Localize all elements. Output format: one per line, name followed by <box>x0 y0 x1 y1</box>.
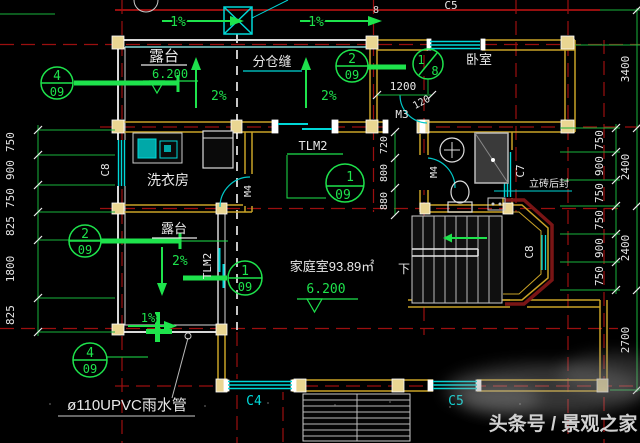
bubble-top-cut: 8 <box>373 5 379 16</box>
watermark-text: 头条号 / 景观之家 <box>489 412 639 435</box>
dim-bath-0: 720 <box>379 136 390 154</box>
bubble-top-right-sheet: 09 <box>345 68 359 82</box>
bubble-top-right-num: 2 <box>348 52 356 67</box>
dim-left-0: 750 <box>4 132 17 152</box>
dim-bath-2: 880 <box>379 192 390 210</box>
bathroom-fixtures <box>439 132 509 213</box>
door-m4-laundry-label: M4 <box>243 185 254 197</box>
columns <box>111 35 609 393</box>
bubble-bedroom <box>412 48 444 80</box>
window-c5-top-label: C5 <box>444 0 457 12</box>
annotation-notes: ø110UPVC雨水管 立砖后封 <box>67 177 569 414</box>
expansion-joint-label: 分仓缝 <box>252 54 291 69</box>
slope-labels: 1% 1% 2% 2% 2% 1% <box>139 14 338 327</box>
dim-right-outer-1: 2400 <box>619 154 632 181</box>
dim-left-1: 900 <box>4 160 17 180</box>
bubble-center-num: 1 <box>346 170 354 185</box>
staircase <box>411 215 503 304</box>
bubble-bottom-left-sheet: 09 <box>83 362 97 376</box>
bubble-top-left-sheet: 09 <box>50 85 64 99</box>
dim-right-inner-2: 750 <box>593 183 606 203</box>
bubble-mid-left-num: 2 <box>81 227 89 242</box>
toilet-tank <box>447 201 473 213</box>
window-c7-label: C7 <box>514 164 527 177</box>
dim-bedroom-width: 1200 <box>390 80 417 93</box>
top-cut-bubble <box>133 0 159 13</box>
dimension-labels: 750 900 750 825 1800 825 750 900 750 750… <box>4 56 632 354</box>
dim-right-outer-0: 3400 <box>619 56 632 83</box>
door-tlm2-terrace-label: TLM2 <box>201 253 214 280</box>
rain-pipe-note: ø110UPVC雨水管 <box>67 397 187 414</box>
bubble-family-num: 1 <box>241 264 249 279</box>
family-room-label: 家庭室93.89㎡ <box>290 259 375 274</box>
brick-seal-note: 立砖后封 <box>529 177 569 190</box>
slope-arrows <box>128 16 382 342</box>
stair-down-label: 下 <box>398 262 410 276</box>
dim-right-inner-0: 750 <box>593 130 606 150</box>
dim-right-outer-3: 2700 <box>619 327 632 354</box>
laundry-label: 洗衣房 <box>147 172 189 188</box>
dim-left-2: 750 <box>4 188 17 208</box>
bubble-top-left-num: 4 <box>53 69 61 84</box>
elevation-markers <box>58 64 572 417</box>
bubble-labels: 4 09 2 09 4 09 2 09 1 8 1 09 1 09 8 <box>50 5 439 376</box>
bubble-center <box>325 163 365 203</box>
laundry-appliances <box>132 130 234 169</box>
door-arc-m4-laundry <box>219 176 251 208</box>
door-labels: M3 M4 M4 TLM2 TLM2 <box>201 108 440 279</box>
slope-top-right: 1% <box>308 15 324 30</box>
bay-window <box>503 198 554 306</box>
dim-right-inner-1: 900 <box>593 156 606 176</box>
door-m4-bath-label: M4 <box>429 166 440 178</box>
slope-top-left: 1% <box>170 15 186 30</box>
door-arc-m3 <box>399 94 428 124</box>
speckles <box>49 401 521 408</box>
watermark-area: 头条号 / 景观之家 <box>445 353 640 435</box>
terrace-top-label: 露台 <box>149 48 179 65</box>
exterior-steps <box>302 393 411 442</box>
bubble-bedroom-num: 1 <box>417 53 424 67</box>
detail-bubbles <box>40 48 444 378</box>
slope-terrace-right: 2% <box>321 89 337 104</box>
window-c8-bay-label: C8 <box>523 245 536 258</box>
terrace-lower-label: 露台 <box>161 221 187 236</box>
toilet-bowl <box>450 180 470 204</box>
family-elevation: 6.200 <box>306 282 345 297</box>
dim-left-5: 825 <box>4 305 17 325</box>
dim-right-inner-4: 900 <box>593 238 606 258</box>
bubble-center-sheet: 09 <box>335 188 351 203</box>
parapet-walls <box>115 39 377 333</box>
room-labels: 露台 6.200 分仓缝 卧室 洗衣房 露台 家庭室93.89㎡ 6.200 下 <box>147 48 492 297</box>
door-m3-label: M3 <box>395 108 408 121</box>
dim-right-outer-2: 2400 <box>619 235 632 262</box>
dim-left-4: 1800 <box>4 256 17 283</box>
bubble-family-sheet: 09 <box>238 280 252 294</box>
door-tlm2-center-label: TLM2 <box>299 139 328 153</box>
dim-bath-1: 800 <box>379 164 390 182</box>
window-c4-label: C4 <box>246 394 262 409</box>
dim-right-inner-5: 750 <box>593 266 606 286</box>
floor-drain <box>487 197 506 211</box>
slope-bottom-left: 1% <box>141 311 156 325</box>
dim-right-inner-3: 750 <box>593 210 606 230</box>
bubble-mid-left-sheet: 09 <box>78 243 92 257</box>
window-c8-left-label: C8 <box>99 163 112 176</box>
sink <box>439 137 465 163</box>
slope-terrace-lower: 2% <box>172 254 188 269</box>
bubble-bottom-left-num: 4 <box>86 346 94 361</box>
dim-left-3: 825 <box>4 216 17 236</box>
slope-terrace-left: 2% <box>211 89 227 104</box>
terrace-top-elevation: 6.200 <box>152 67 188 81</box>
bubble-bedroom-sheet: 8 <box>431 64 438 78</box>
bedroom-label: 卧室 <box>466 52 492 67</box>
